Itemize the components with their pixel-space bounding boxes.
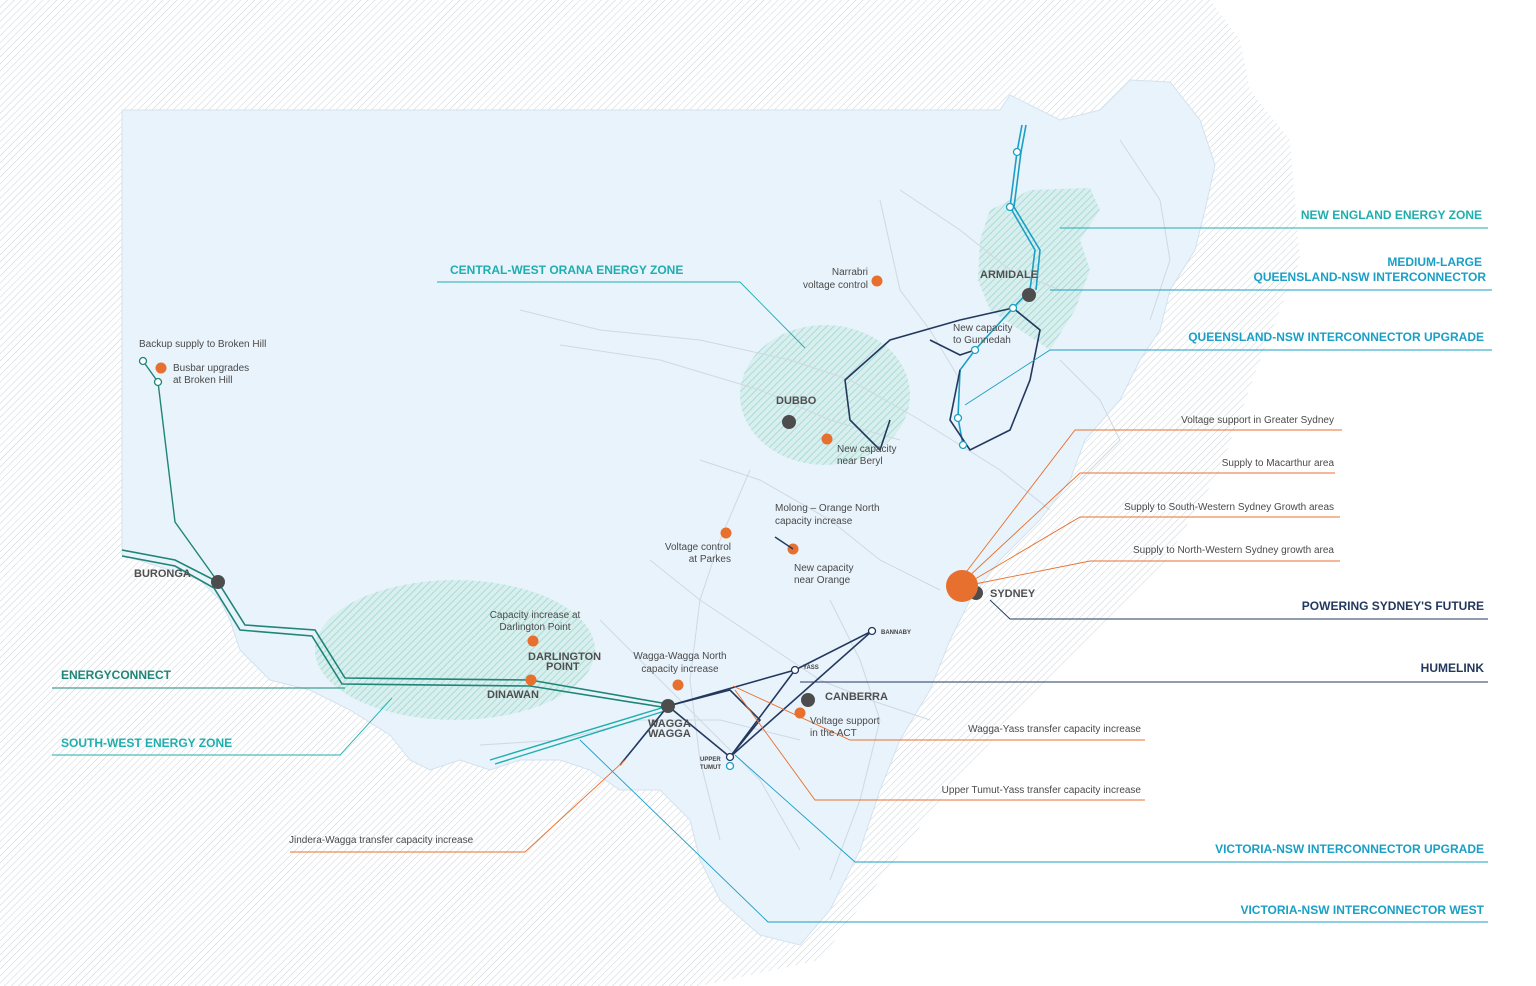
note-broken-hill-backup: Backup supply to Broken Hill — [139, 339, 266, 350]
city-label-canberra: CANBERRA — [825, 691, 888, 703]
city-label-wagga-1: WAGGA — [648, 718, 691, 730]
note-molong-2: capacity increase — [775, 516, 853, 527]
city-label-dubbo: DUBBO — [776, 395, 817, 407]
city-label-upper-tumut-2: TUMUT — [700, 765, 721, 771]
project-vni-upgrade: VICTORIA-NSW INTERCONNECTOR UPGRADE — [1215, 842, 1484, 856]
broken-hill-line — [142, 360, 219, 583]
vni-lines — [489, 705, 669, 765]
note-beryl-2: near Beryl — [837, 456, 883, 467]
project-central-west: CENTRAL-WEST ORANA ENERGY ZONE — [450, 263, 683, 277]
project-new-england: NEW ENGLAND ENERGY ZONE — [1301, 208, 1482, 222]
note-orange-1: New capacity — [794, 563, 853, 574]
note-gunnedah-1: New capacity — [953, 323, 1012, 334]
project-humelink: HUMELINK — [1421, 661, 1485, 675]
note-macarthur: Supply to Macarthur area — [1222, 458, 1335, 469]
city-label-wagga-2: WAGGA — [648, 728, 691, 740]
project-qni-medium-large-2: QUEENSLAND-NSW INTERCONNECTOR — [1254, 270, 1487, 284]
leader-lines — [52, 227, 1492, 923]
note-parkes-2: at Parkes — [689, 554, 731, 565]
energyconnect-line — [121, 549, 669, 709]
city-label-bannaby: BANNABY — [881, 630, 911, 636]
note-narrabri-2: voltage control — [803, 280, 868, 291]
note-orange-2: near Orange — [794, 575, 851, 586]
note-wagga-north-1: Wagga-Wagga North — [633, 651, 726, 662]
note-south-western-sydney: Supply to South-Western Sydney Growth ar… — [1124, 502, 1334, 513]
project-vni-west: VICTORIA-NSW INTERCONNECTOR WEST — [1240, 903, 1484, 917]
note-act-1: Voltage support — [810, 716, 880, 727]
note-busbar-1: Busbar upgrades — [173, 363, 249, 374]
note-molong-1: Molong – Orange North — [775, 503, 880, 514]
sydney-large-dot — [946, 570, 978, 602]
city-label-yass: YASS — [803, 665, 819, 671]
project-south-west: SOUTH-WEST ENERGY ZONE — [61, 736, 232, 750]
city-label-upper-tumut-1: UPPER — [700, 757, 721, 763]
note-act-2: in the ACT — [810, 728, 857, 739]
armidale-node — [1022, 288, 1036, 302]
city-label-darlington-2: POINT — [546, 661, 580, 673]
note-upper-tumut-yass: Upper Tumut-Yass transfer capacity incre… — [942, 785, 1142, 796]
city-label-darlington-1: DARLINGTON — [528, 651, 601, 663]
project-qni-medium-large-1: MEDIUM-LARGE — [1387, 255, 1482, 269]
note-greater-sydney: Voltage support in Greater Sydney — [1181, 415, 1334, 426]
south-west-energy-zone — [315, 580, 595, 720]
note-parkes-1: Voltage control — [665, 542, 731, 553]
canberra-node — [801, 693, 815, 707]
note-darlington-2: Darlington Point — [499, 622, 570, 633]
molong-leader — [774, 536, 794, 550]
wagga-node — [661, 699, 675, 713]
city-label-sydney: SYDNEY — [990, 588, 1036, 600]
note-north-western-sydney: Supply to North-Western Sydney growth ar… — [1133, 545, 1334, 556]
nsw-land — [121, 79, 1216, 946]
note-narrabri-1: Narrabri — [832, 267, 868, 278]
city-label-buronga: BURONGA — [134, 568, 191, 580]
note-wagga-north-2: capacity increase — [641, 664, 719, 675]
project-qni-upgrade: QUEENSLAND-NSW INTERCONNECTOR UPGRADE — [1188, 330, 1484, 344]
note-wagga-yass: Wagga-Yass transfer capacity increase — [968, 724, 1141, 735]
ring-nodes — [138, 147, 1022, 771]
note-gunnedah-2: to Gunnedah — [953, 335, 1011, 346]
project-powering-sydney: POWERING SYDNEY'S FUTURE — [1302, 599, 1484, 613]
project-energyconnect: ENERGYCONNECT — [61, 668, 172, 682]
project-dots — [155, 275, 978, 719]
city-label-dinawan: DINAWAN — [487, 689, 539, 701]
note-darlington-1: Capacity increase at — [490, 610, 581, 621]
note-jindera-wagga: Jindera-Wagga transfer capacity increase — [289, 835, 474, 846]
city-label-armidale: ARMIDALE — [980, 269, 1038, 281]
dubbo-node — [782, 415, 796, 429]
buronga-node — [211, 575, 225, 589]
note-busbar-2: at Broken Hill — [173, 375, 232, 386]
note-beryl-1: New capacity — [837, 444, 896, 455]
